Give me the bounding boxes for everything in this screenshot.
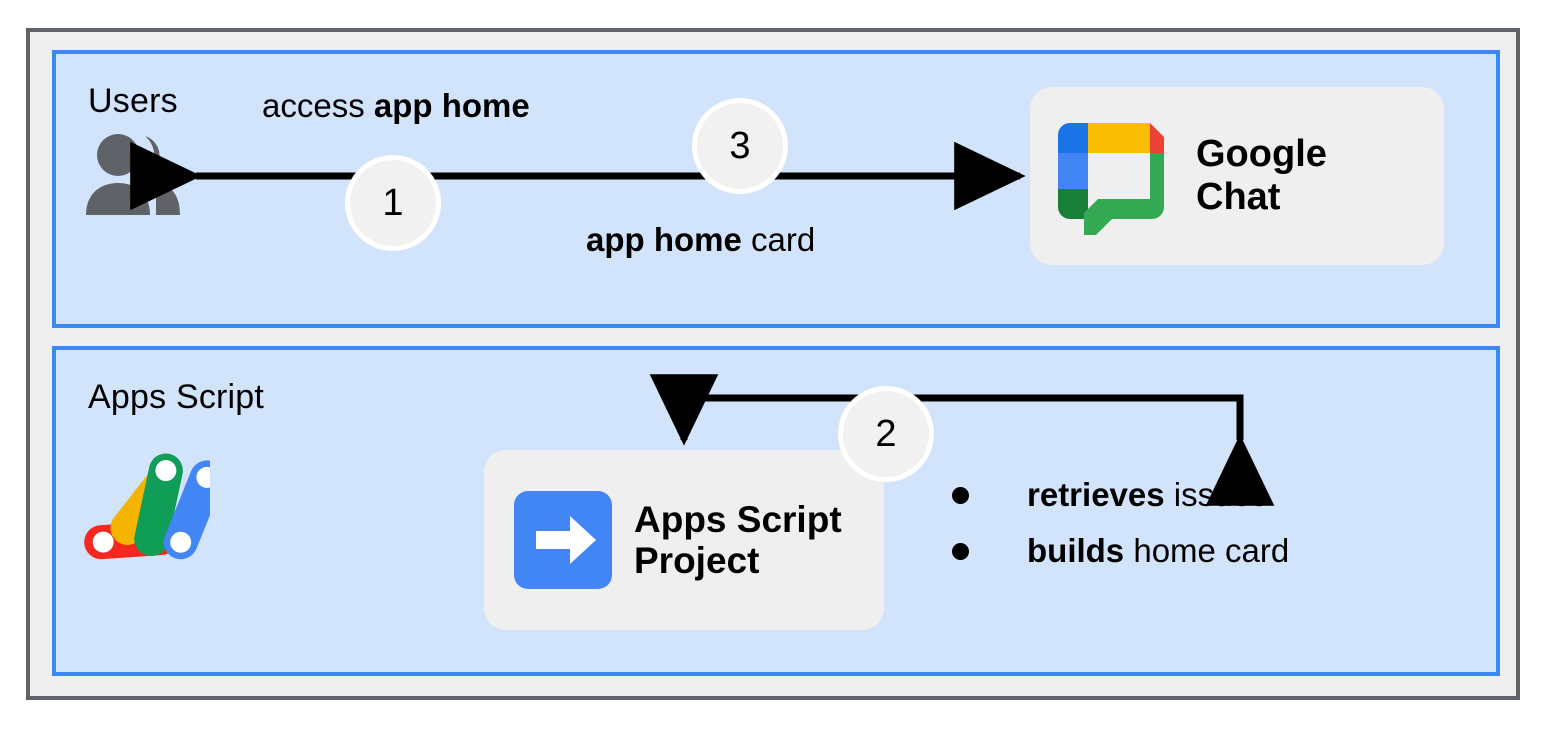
step-badge-3[interactable]: 3 xyxy=(692,98,788,194)
bullet-bold: retrieves xyxy=(1027,476,1165,513)
bullet-dot-icon xyxy=(952,542,969,560)
list-item: retrieves issues xyxy=(952,470,1422,520)
step-badge-1[interactable]: 1 xyxy=(345,155,441,251)
bullet-bold: builds xyxy=(1027,532,1125,569)
edge-label-access-bold: app home xyxy=(373,87,530,124)
lane-apps-script-title: Apps Script xyxy=(88,378,265,416)
bullet-dot-icon xyxy=(952,486,969,504)
bullet-text-builds: builds home card xyxy=(1027,532,1289,570)
node-google-chat[interactable]: Google Chat xyxy=(1030,87,1444,265)
edge-label-card-bold: app home xyxy=(586,221,742,258)
google-chat-icon xyxy=(1058,123,1165,235)
apps-script-logo-icon xyxy=(84,438,224,562)
bullet-rest: issues xyxy=(1164,476,1268,513)
node-google-chat-label: Google Chat xyxy=(1196,133,1327,218)
bullet-rest: home card xyxy=(1124,532,1290,569)
node-apps-script-project[interactable]: Apps Script Project xyxy=(484,450,884,630)
node-apps-script-project-label: Apps Script Project xyxy=(634,498,842,581)
step-badge-2[interactable]: 2 xyxy=(838,386,934,482)
lane-users-title: Users xyxy=(88,82,178,120)
bullet-text-retrieves: retrieves issues xyxy=(1027,476,1267,514)
edge-label-card-suffix: card xyxy=(741,221,816,258)
list-item: builds home card xyxy=(952,526,1422,576)
edge-label-access-prefix: access xyxy=(262,87,374,124)
edge-label-access-app-home: access app home xyxy=(262,87,530,125)
users-group-icon xyxy=(82,133,186,217)
apps-script-actions-list: retrieves issues builds home card xyxy=(952,470,1422,582)
apps-script-project-icon xyxy=(514,491,612,589)
edge-label-app-home-card: app home card xyxy=(586,221,815,259)
